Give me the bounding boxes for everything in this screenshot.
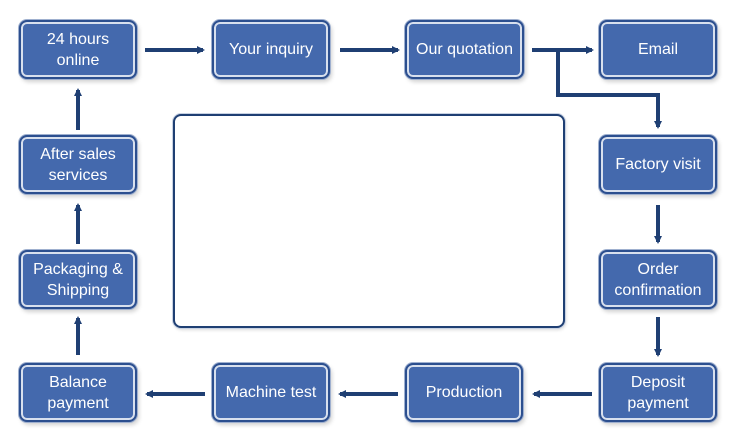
step-deposit-payment: Deposit payment <box>599 363 717 422</box>
center-panel <box>173 114 565 328</box>
step-packaging-shipping: Packaging & Shipping <box>19 250 137 309</box>
arrow-quotation-to-factory-visit <box>556 50 662 129</box>
step-production: Production <box>405 363 523 422</box>
step-24-hours-online: 24 hours online <box>19 20 137 79</box>
step-balance-payment: Balance payment <box>19 363 137 422</box>
step-your-inquiry: Your inquiry <box>212 20 330 79</box>
step-email: Email <box>599 20 717 79</box>
step-after-sales-services: After sales services <box>19 135 137 194</box>
step-factory-visit: Factory visit <box>599 135 717 194</box>
step-order-confirmation: Order confirmation <box>599 250 717 309</box>
step-machine-test: Machine test <box>212 363 330 422</box>
step-our-quotation: Our quotation <box>405 20 524 79</box>
